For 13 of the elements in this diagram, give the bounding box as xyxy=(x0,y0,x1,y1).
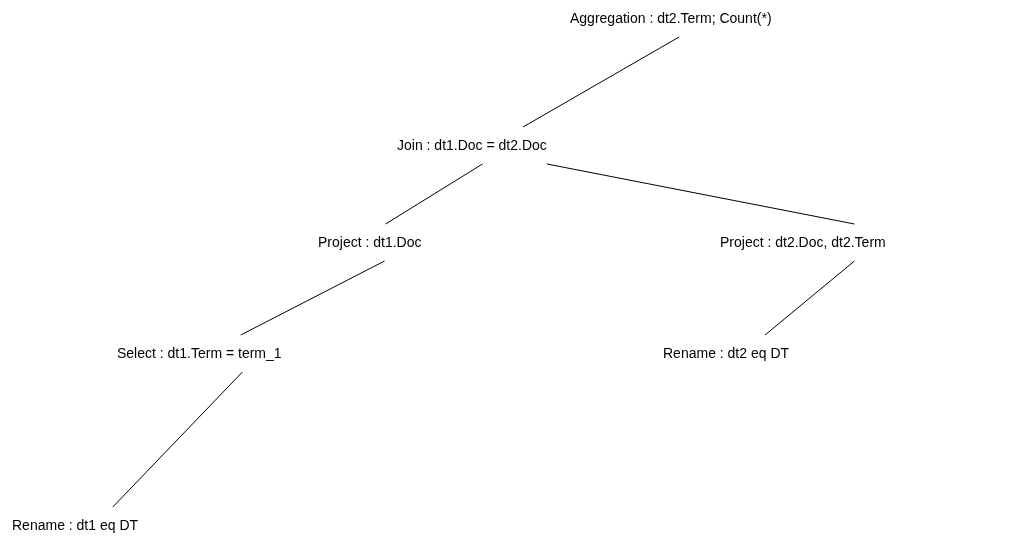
node-label: Project : dt1.Doc xyxy=(318,234,422,251)
node-label: Rename : dt2 eq DT xyxy=(663,345,790,362)
node-label: Rename : dt1 eq DT xyxy=(12,517,139,534)
node-label: Select : dt1.Term = term_1 xyxy=(117,345,282,362)
node-label: Join : dt1.Doc = dt2.Doc xyxy=(397,137,547,154)
connector-line xyxy=(112,371,243,508)
connector-line xyxy=(240,260,386,336)
connector-line xyxy=(764,260,855,336)
connector-line xyxy=(385,163,483,225)
node-label: Project : dt2.Doc, dt2.Term xyxy=(720,234,886,251)
connector-line xyxy=(546,163,855,225)
node-label: Aggregation : dt2.Term; Count(*) xyxy=(570,10,772,27)
connector-line xyxy=(522,36,680,128)
